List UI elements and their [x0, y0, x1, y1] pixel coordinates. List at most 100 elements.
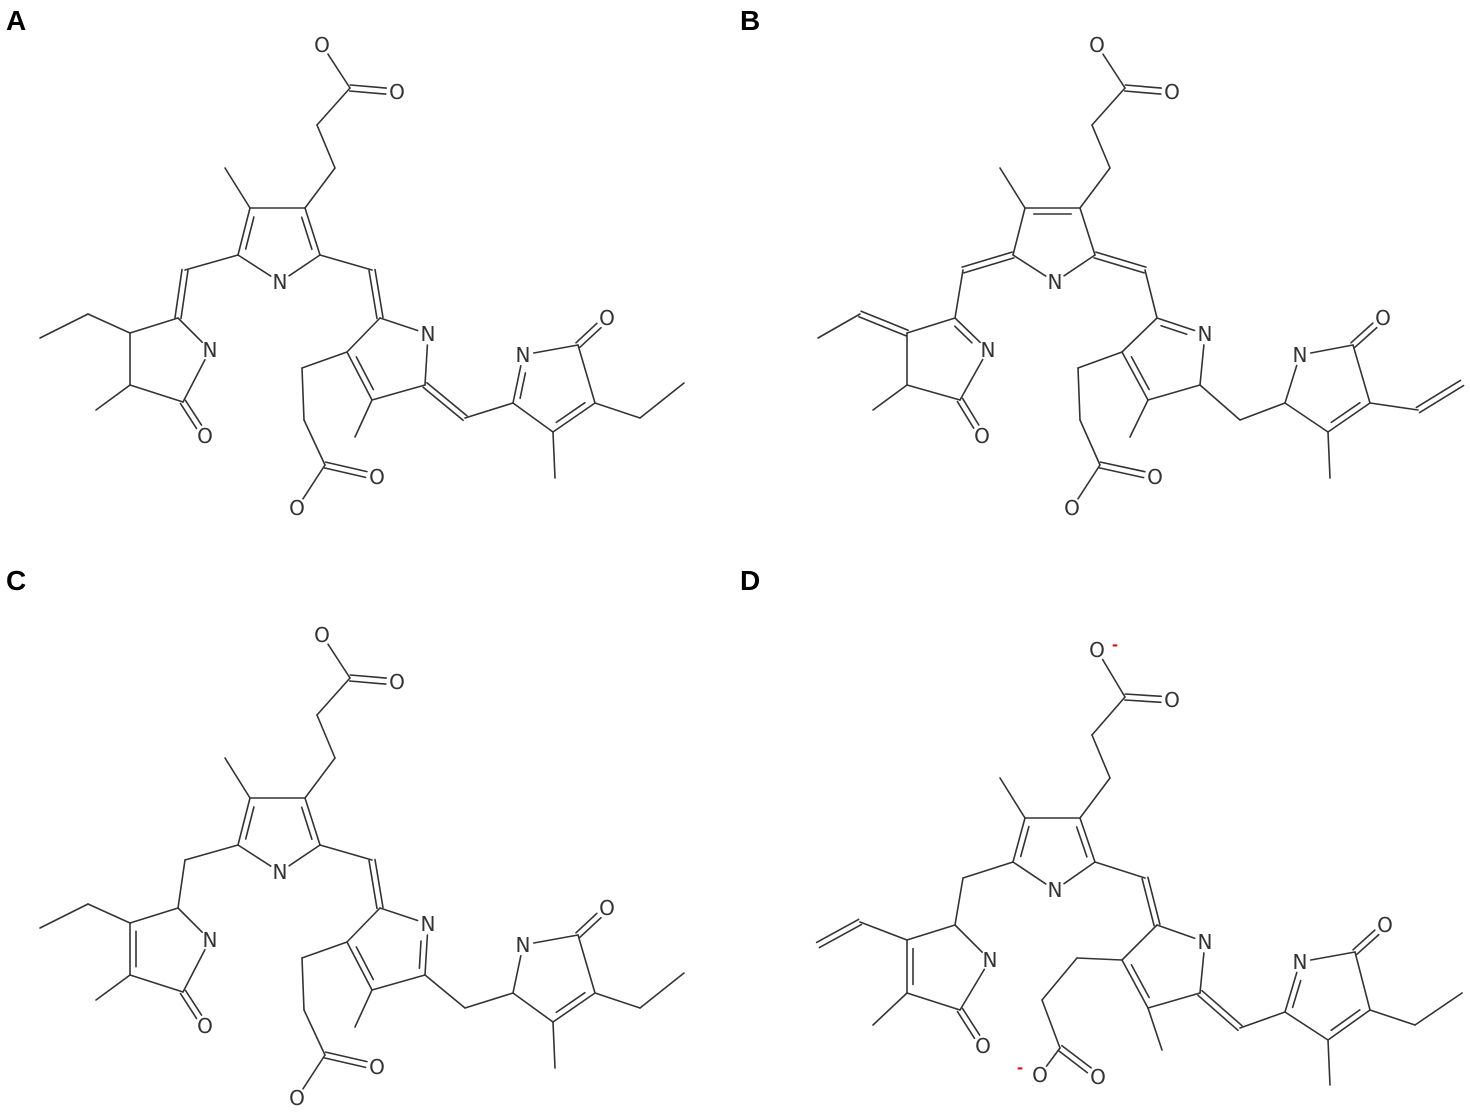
single-bond: [1079, 777, 1111, 819]
single-bond: [1327, 431, 1331, 479]
single-bond: [954, 877, 964, 926]
bond-line: [1284, 364, 1298, 404]
bond-line: [237, 844, 272, 867]
double-bond: [179, 989, 203, 1020]
single-bond: [129, 974, 184, 993]
atom-label: O: [314, 33, 330, 57]
bond-line: [1156, 317, 1196, 332]
double-bond: [1284, 971, 1302, 1013]
single-bond: [1041, 999, 1061, 1049]
single-bond: [959, 358, 984, 401]
single-bond: [346, 317, 381, 353]
bond-line: [224, 167, 251, 209]
double-bond: [368, 268, 384, 320]
single-bond: [95, 384, 131, 411]
single-bond: [1102, 53, 1126, 89]
single-bond: [184, 844, 239, 861]
bond-line: [1012, 254, 1047, 277]
bond-line: [184, 254, 239, 271]
atom-label: N: [1293, 343, 1308, 367]
single-bond: [424, 974, 466, 1009]
bond-line: [859, 921, 908, 941]
single-bond: [316, 714, 336, 759]
bond-line: [355, 946, 375, 981]
bond-line: [999, 167, 1026, 209]
bond-line: [182, 948, 206, 993]
bond-line: [1239, 1011, 1286, 1029]
bond-line: [177, 859, 186, 909]
single-bond: [1327, 1039, 1331, 1086]
double-bond: [956, 1007, 981, 1040]
double-bond: [815, 918, 863, 949]
bond-line: [1330, 401, 1361, 424]
single-bond: [577, 934, 596, 994]
single-bond: [512, 992, 554, 1023]
bond-line: [575, 912, 598, 934]
double-bond: [300, 207, 321, 256]
single-bond: [302, 1054, 326, 1090]
atom-label: N: [1198, 322, 1213, 346]
bond-line: [177, 907, 203, 934]
atom-label: N: [516, 933, 531, 957]
bond-line: [237, 254, 272, 277]
single-bond: [182, 358, 206, 403]
single-bond: [301, 351, 348, 369]
bond-line: [999, 777, 1026, 819]
single-bond: [1310, 344, 1354, 354]
bond-line: [906, 317, 956, 334]
bond-line: [1093, 257, 1145, 274]
bond-line: [1063, 861, 1096, 885]
bond-line: [323, 467, 367, 479]
bond-line: [1098, 467, 1145, 479]
single-bond: [354, 399, 373, 438]
single-bond: [1041, 957, 1078, 1001]
bond-line: [418, 940, 422, 970]
bond-line: [426, 381, 468, 417]
double-bond: [1123, 84, 1163, 95]
charge-label: -: [1017, 1059, 1023, 1077]
single-bond: [346, 907, 381, 943]
bond-line: [300, 806, 313, 841]
single-bond: [1199, 384, 1241, 421]
bond-line: [1354, 951, 1371, 1011]
bond-line: [552, 402, 596, 433]
single-bond: [532, 344, 579, 354]
single-bond: [594, 402, 641, 419]
single-bond: [39, 313, 89, 339]
single-bond: [319, 844, 373, 861]
bond-line: [1418, 384, 1465, 414]
double-bond: [1057, 1044, 1092, 1074]
bond-line: [1091, 696, 1126, 736]
double-bond: [418, 934, 429, 976]
single-bond: [371, 384, 426, 401]
single-bond: [301, 367, 305, 421]
single-bond: [1091, 696, 1126, 736]
double-bond: [575, 912, 602, 939]
double-bond: [237, 207, 255, 256]
bond-line: [237, 797, 251, 846]
bond-line: [324, 461, 368, 473]
double-bond: [237, 797, 255, 846]
bond-line: [1327, 1009, 1371, 1041]
bond-line: [303, 419, 326, 466]
bond-line: [1129, 399, 1149, 438]
bond-line: [1327, 402, 1371, 433]
bond-line: [1041, 957, 1078, 1001]
double-bond: [1141, 876, 1161, 927]
panel-label-b: B: [740, 5, 760, 36]
bond-line: [594, 992, 641, 1009]
bond-line: [555, 991, 586, 1014]
single-bond: [639, 382, 685, 419]
bond-line: [532, 934, 579, 944]
bond-line: [355, 356, 375, 391]
bond-line: [327, 53, 351, 89]
bond-line: [1160, 324, 1188, 336]
bond-line: [1076, 957, 1123, 961]
bond-line: [368, 859, 378, 910]
atom-label: N: [981, 338, 996, 362]
bond-line: [1130, 355, 1150, 391]
bond-line: [1102, 53, 1126, 89]
